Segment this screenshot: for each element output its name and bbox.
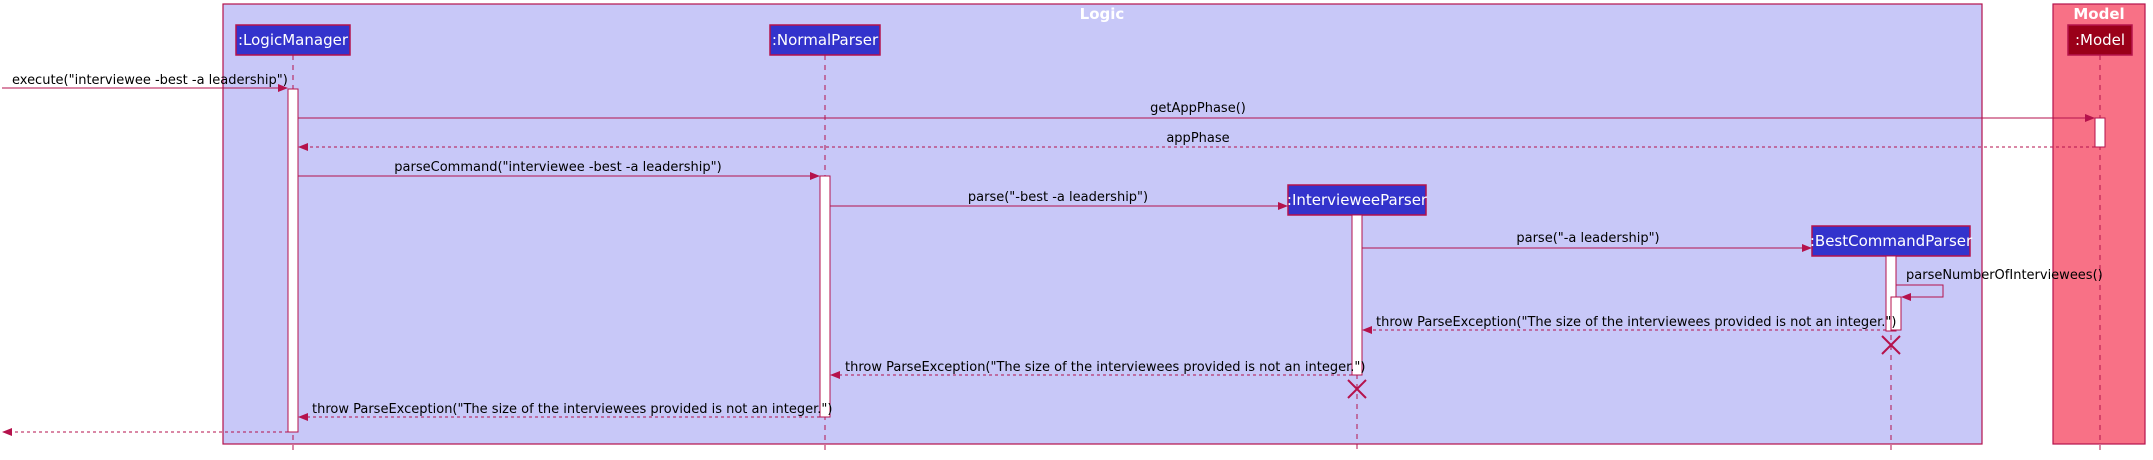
activation-normal-parser	[819, 175, 831, 418]
message-label-parse-a: parse("-a leadership")	[1516, 231, 1659, 246]
message-label-parse-number: parseNumberOfInterviewees()	[1906, 268, 2103, 283]
model-group-title: Model	[2073, 5, 2124, 23]
participant-interviewee-parser-label: :IntervieweeParser	[1287, 191, 1428, 209]
destroy-best-command-parser	[1881, 335, 1901, 355]
message-label-throw-2: throw ParseException("The size of the in…	[845, 360, 1365, 375]
participant-best-command-parser-label: :BestCommandParser	[1810, 232, 1973, 250]
activation-model	[2094, 117, 2106, 148]
participant-logic-manager: :LogicManager	[235, 24, 351, 56]
participant-normal-parser-label: :NormalParser	[772, 31, 879, 49]
message-label-throw-1: throw ParseException("The size of the in…	[1376, 315, 1896, 330]
activation-best-command-parser-nested	[1890, 296, 1902, 331]
model-group-box	[2052, 3, 2146, 445]
logic-group-title: Logic	[1080, 5, 1125, 23]
message-label-parse-command: parseCommand("interviewee -best -a leade…	[394, 160, 721, 175]
destroy-interviewee-parser	[1347, 379, 1367, 399]
message-arrow-parse-number-self	[1896, 284, 1944, 301]
participant-best-command-parser: :BestCommandParser	[1810, 225, 1973, 257]
message-label-get-app-phase: getAppPhase()	[1150, 101, 1246, 116]
activation-logic-manager	[287, 88, 299, 433]
message-label-app-phase: appPhase	[1166, 131, 1229, 146]
participant-interviewee-parser: :IntervieweeParser	[1287, 184, 1428, 216]
activation-best-command-parser	[1885, 255, 1897, 332]
participant-normal-parser: :NormalParser	[769, 24, 881, 56]
participant-model: :Model	[2067, 24, 2133, 56]
activation-interviewee-parser	[1351, 214, 1363, 376]
logic-group-box	[222, 3, 1983, 445]
message-label-parse-best: parse("-best -a leadership")	[968, 190, 1148, 205]
participant-model-label: :Model	[2075, 31, 2125, 49]
message-label-execute: execute("interviewee -best -a leadership…	[12, 73, 288, 88]
message-label-throw-3: throw ParseException("The size of the in…	[312, 402, 832, 417]
participant-logic-manager-label: :LogicManager	[238, 31, 349, 49]
